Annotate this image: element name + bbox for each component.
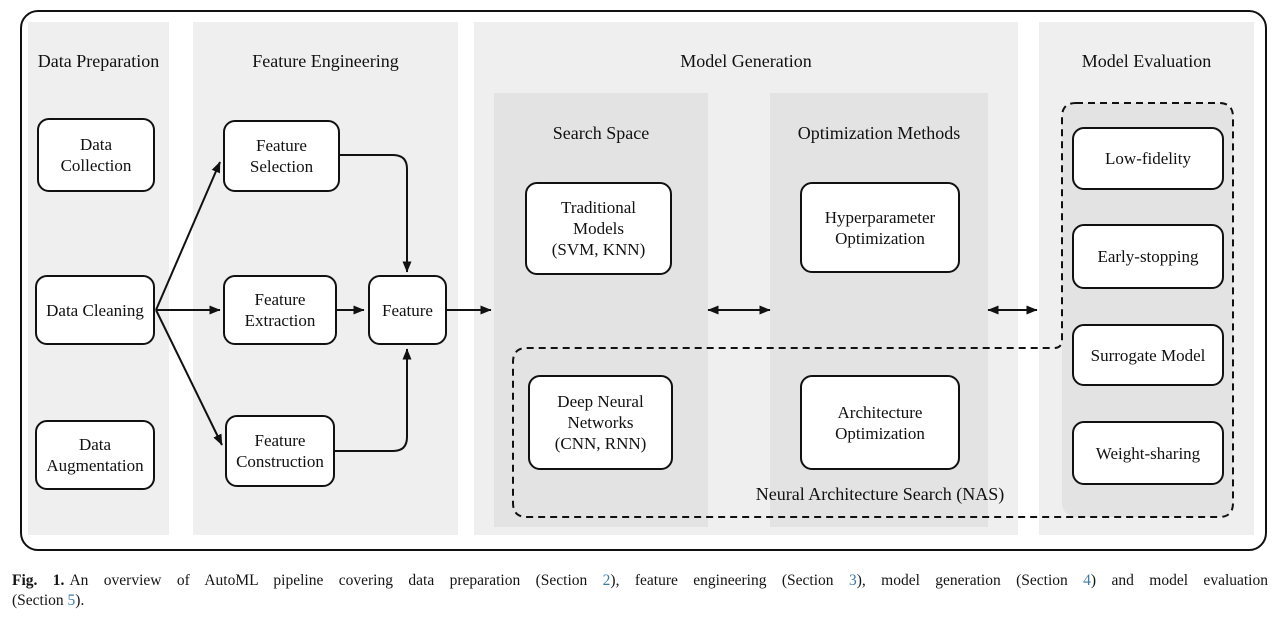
title-model-evaluation: Model Evaluation [1081,51,1212,71]
box-feature-selection: Feature Selection [223,120,340,192]
box-data-augmentation: Data Augmentation [35,420,155,490]
diagram-frame [20,10,1267,551]
box-low-fidelity-label: Low-fidelity [1105,149,1191,168]
caption-text: (Section [12,591,68,609]
box-architecture-optimization: Architecture Optimization [800,375,960,470]
box-feature-extraction: Feature Extraction [223,275,337,345]
box-data-cleaning-label: Data Cleaning [46,300,144,320]
caption-text: ). [75,591,85,609]
box-deep-neural-networks: Deep Neural Networks (CNN, RNN) [528,375,673,470]
caption-line-2: (Section 5). [12,591,1268,611]
box-traditional-models: Traditional Models (SVM, KNN) [525,182,672,275]
section-link-5[interactable]: 5 [67,591,76,609]
caption-text: An overview of AutoML pipeline covering … [69,572,603,589]
title-feature-engineering: Feature Engineering [252,51,399,71]
caption-figure-label: Fig. 1. [12,572,65,589]
box-feature: Feature [368,275,447,345]
caption-text: ), feature engineering (Section [610,572,849,589]
title-search-space: Search Space [552,123,650,143]
box-data-collection: Data Collection [37,118,155,192]
box-hyperparameter-optimization-label: Hyperparameter Optimization [824,207,936,248]
box-feature-selection-label: Feature Selection [249,136,314,176]
caption-text: ) and model evaluation [1090,572,1268,589]
caption-line-1: Fig. 1.An overview of AutoML pipeline co… [12,571,1268,591]
box-surrogate-model: Surrogate Model [1072,324,1224,386]
box-data-cleaning: Data Cleaning [35,275,155,345]
box-hyperparameter-optimization: Hyperparameter Optimization [800,182,960,273]
box-feature-label: Feature [382,300,433,320]
section-link-2[interactable]: 2 [602,572,611,589]
box-data-collection-label: Data Collection [60,135,132,175]
box-feature-extraction-label: Feature Extraction [244,290,316,330]
nas-label: Neural Architecture Search (NAS) [755,484,1005,504]
box-architecture-optimization-label: Architecture Optimization [835,402,925,443]
caption-text: ), model generation (Section [856,572,1084,589]
box-weight-sharing-label: Weight-sharing [1095,443,1201,463]
box-surrogate-model-label: Surrogate Model [1090,345,1206,365]
box-feature-construction-label: Feature Construction [236,431,324,471]
figure-caption: Fig. 1.An overview of AutoML pipeline co… [12,571,1268,610]
title-optimization-methods: Optimization Methods [797,123,961,143]
box-early-stopping: Early-stopping [1072,224,1224,289]
box-feature-construction: Feature Construction [225,415,335,487]
box-early-stopping-label: Early-stopping [1097,247,1199,266]
box-traditional-models-label: Traditional Models (SVM, KNN) [551,198,646,259]
section-link-4[interactable]: 4 [1083,572,1091,589]
box-low-fidelity: Low-fidelity [1072,127,1224,190]
box-data-augmentation-label: Data Augmentation [46,435,144,475]
section-link-3[interactable]: 3 [848,572,857,589]
title-model-generation: Model Generation [680,51,812,71]
title-data-preparation: Data Preparation [37,51,160,71]
box-weight-sharing: Weight-sharing [1072,421,1224,485]
box-deep-neural-networks-label: Deep Neural Networks (CNN, RNN) [554,392,647,453]
